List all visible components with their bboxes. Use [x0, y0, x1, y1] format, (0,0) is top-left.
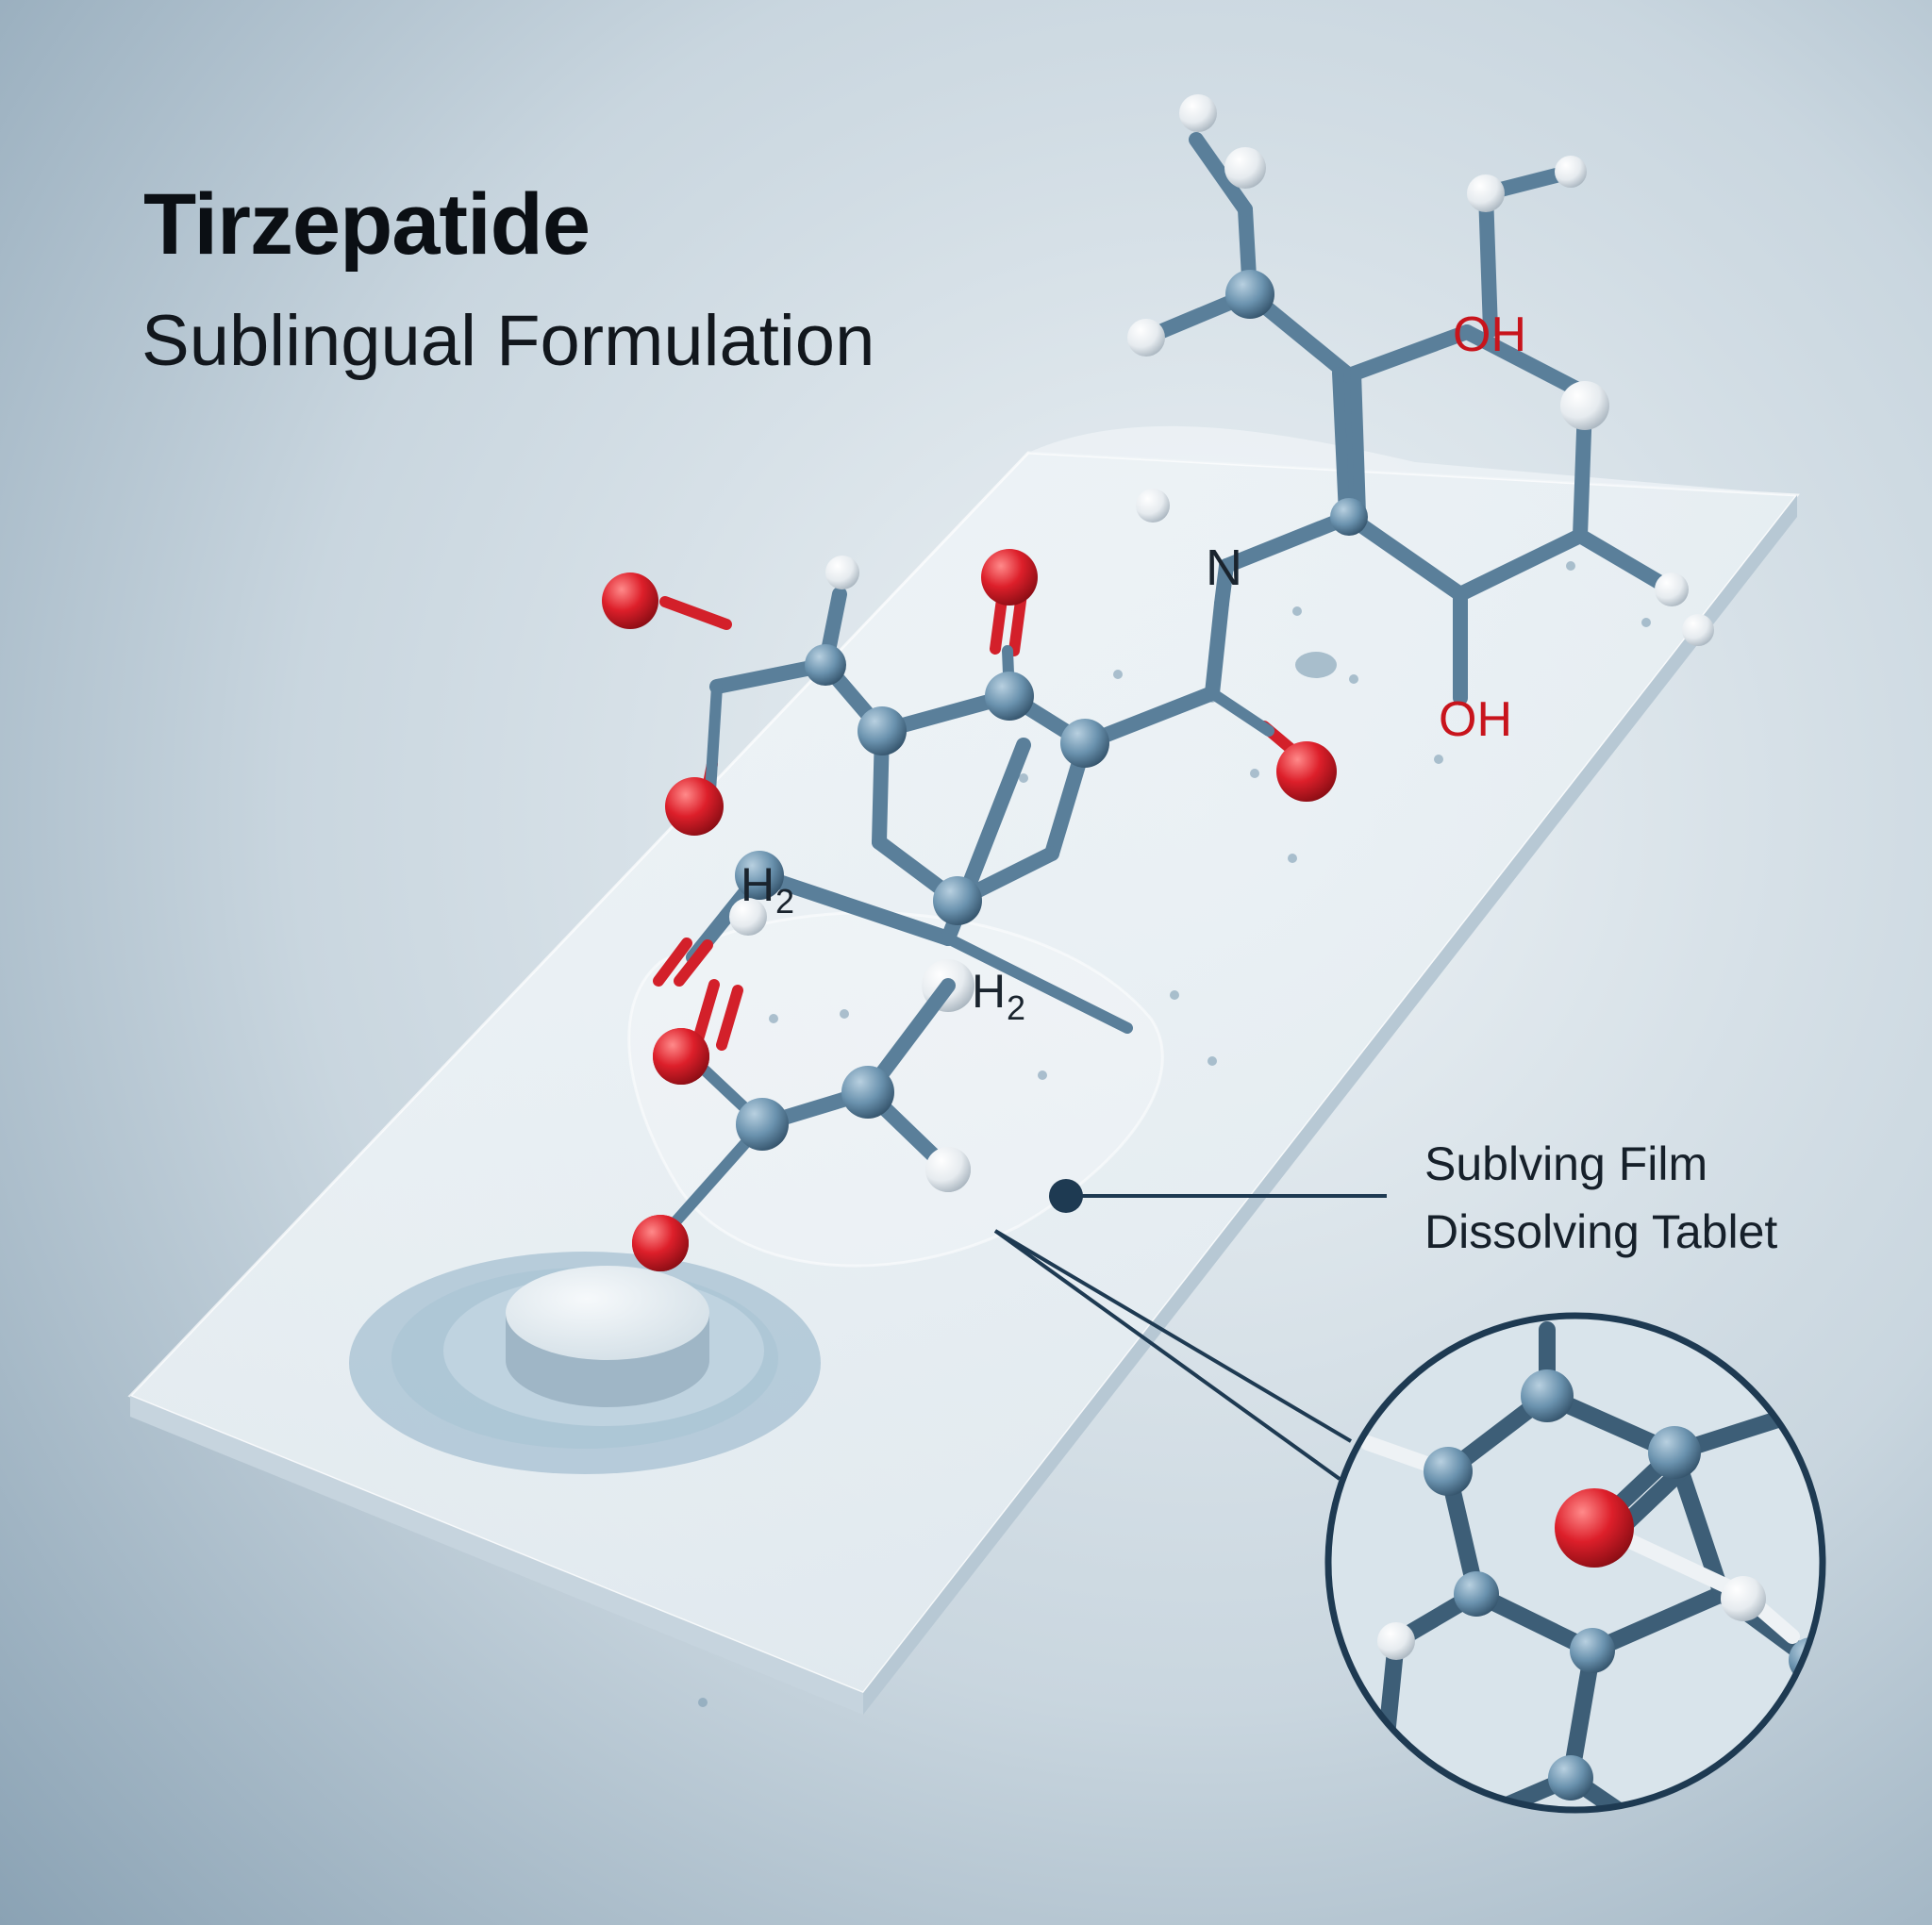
svg-text:2: 2 — [1007, 988, 1025, 1027]
page-title: Tirzepatide — [143, 176, 591, 273]
dissolving-tablet — [349, 1252, 821, 1474]
svg-text:2: 2 — [775, 882, 794, 921]
zoom-lines — [993, 1229, 1353, 1481]
h2-label-left: H 2 — [741, 858, 794, 921]
callout-pointer — [1049, 1179, 1387, 1213]
callout-label-film: Sublving Film — [1424, 1137, 1708, 1190]
oh-label-top: OH — [1453, 307, 1526, 362]
h2-label-center: H 2 — [972, 965, 1025, 1027]
svg-text:H: H — [972, 965, 1006, 1018]
oh-label-lower: OH — [1439, 692, 1512, 747]
page-subtitle: Sublingual Formulation — [142, 301, 875, 381]
lower-fragment — [632, 978, 971, 1271]
callout-label-tablet: Dissolving Tablet — [1424, 1205, 1778, 1258]
carbon-atoms — [735, 270, 1609, 925]
svg-text:H: H — [741, 858, 774, 911]
nitrogen-label: N — [1206, 539, 1242, 596]
zoom-inset — [1324, 1312, 1826, 1814]
